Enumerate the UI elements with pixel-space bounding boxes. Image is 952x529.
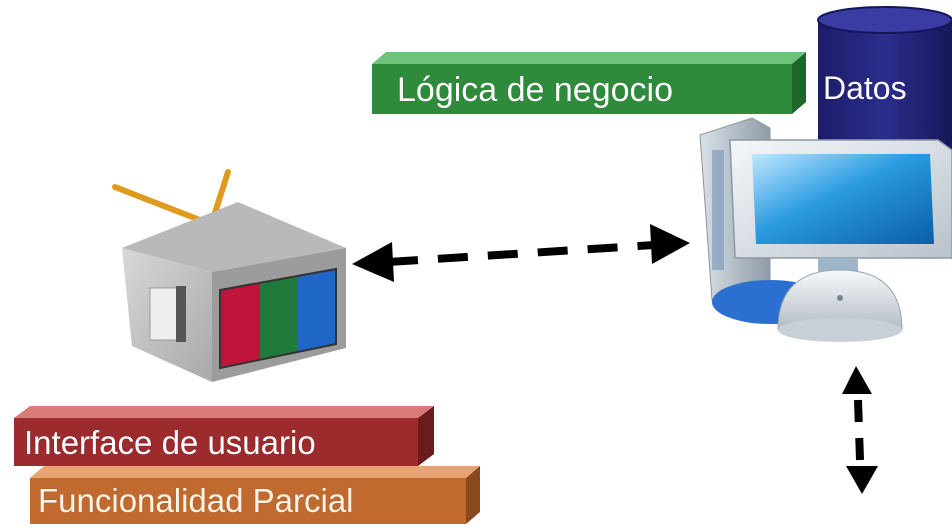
partial-functionality-label: Funcionalidad Parcial <box>38 482 354 519</box>
tv-icon <box>112 169 346 382</box>
business-logic-label: Lógica de negocio <box>397 71 674 109</box>
business-logic-box <box>372 52 806 114</box>
data-label: Datos <box>823 70 907 106</box>
user-interface-box <box>14 406 434 466</box>
partial-functionality-box <box>30 466 480 524</box>
computer-icon <box>699 117 952 342</box>
database-cylinder-icon <box>817 6 952 150</box>
bidirectional-arrow-vertical <box>842 366 878 494</box>
user-interface-label: Interface de usuario <box>24 424 316 461</box>
bidirectional-arrow-horizontal <box>352 224 690 282</box>
